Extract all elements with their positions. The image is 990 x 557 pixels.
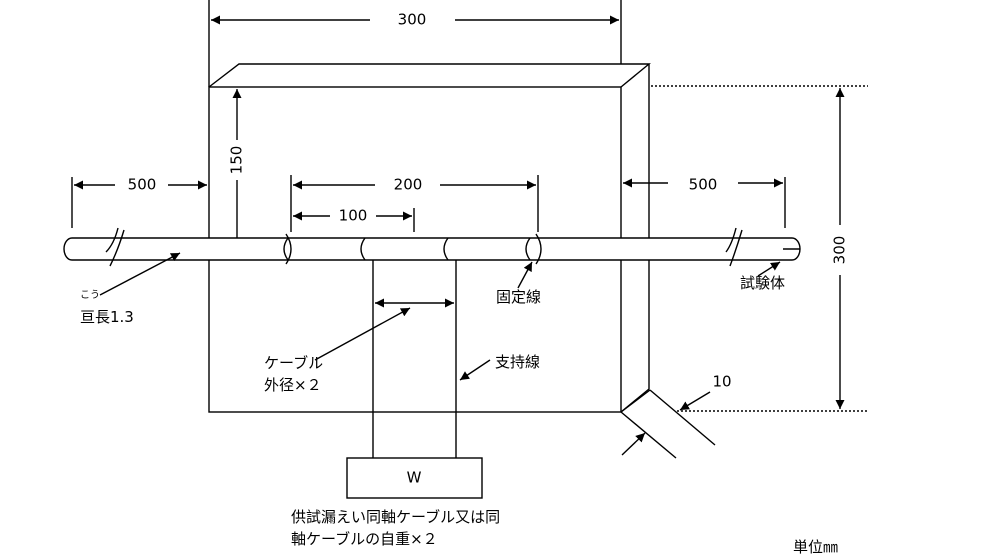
left-cable-label: 500	[127, 175, 157, 194]
leader-lines	[99, 252, 781, 456]
note-line-2: 軸ケーブルの自重×２	[291, 530, 438, 548]
dim-top-width	[208, 0, 622, 87]
cable-diameter-label-2: 外径×２	[264, 376, 322, 394]
left-height-label: 150	[227, 145, 246, 175]
support-wire-label: 支持線	[495, 353, 541, 371]
top-width-label: 300	[397, 10, 427, 29]
note-line-1: 供試漏えい同軸ケーブル又は同	[291, 508, 501, 526]
dim-right-height	[651, 85, 868, 412]
unit-label: 単位㎜	[793, 538, 839, 556]
ruby-label: こう	[80, 290, 100, 301]
dim-pitch	[293, 208, 415, 232]
cable-diameter-label-1: ケーブル	[264, 354, 324, 372]
dim-middle-span	[290, 175, 539, 232]
pitch-ratio-label: 亘長1.3	[80, 308, 134, 326]
right-cable-label: 500	[688, 175, 718, 194]
middle-span-label: 200	[393, 175, 423, 194]
weight-label: W	[406, 468, 422, 487]
fixing-wire-label: 固定線	[496, 288, 542, 306]
weight-box	[346, 457, 483, 499]
support-wires	[372, 260, 457, 458]
thickness-label: 10	[712, 372, 732, 391]
dim-left-cable	[71, 177, 207, 228]
cable-specimen	[63, 227, 801, 267]
panel-board	[208, 63, 716, 459]
dim-right-cable	[623, 177, 786, 228]
right-height-label: 300	[830, 235, 849, 265]
pitch-label: 100	[338, 206, 368, 225]
specimen-label: 試験体	[740, 274, 786, 292]
